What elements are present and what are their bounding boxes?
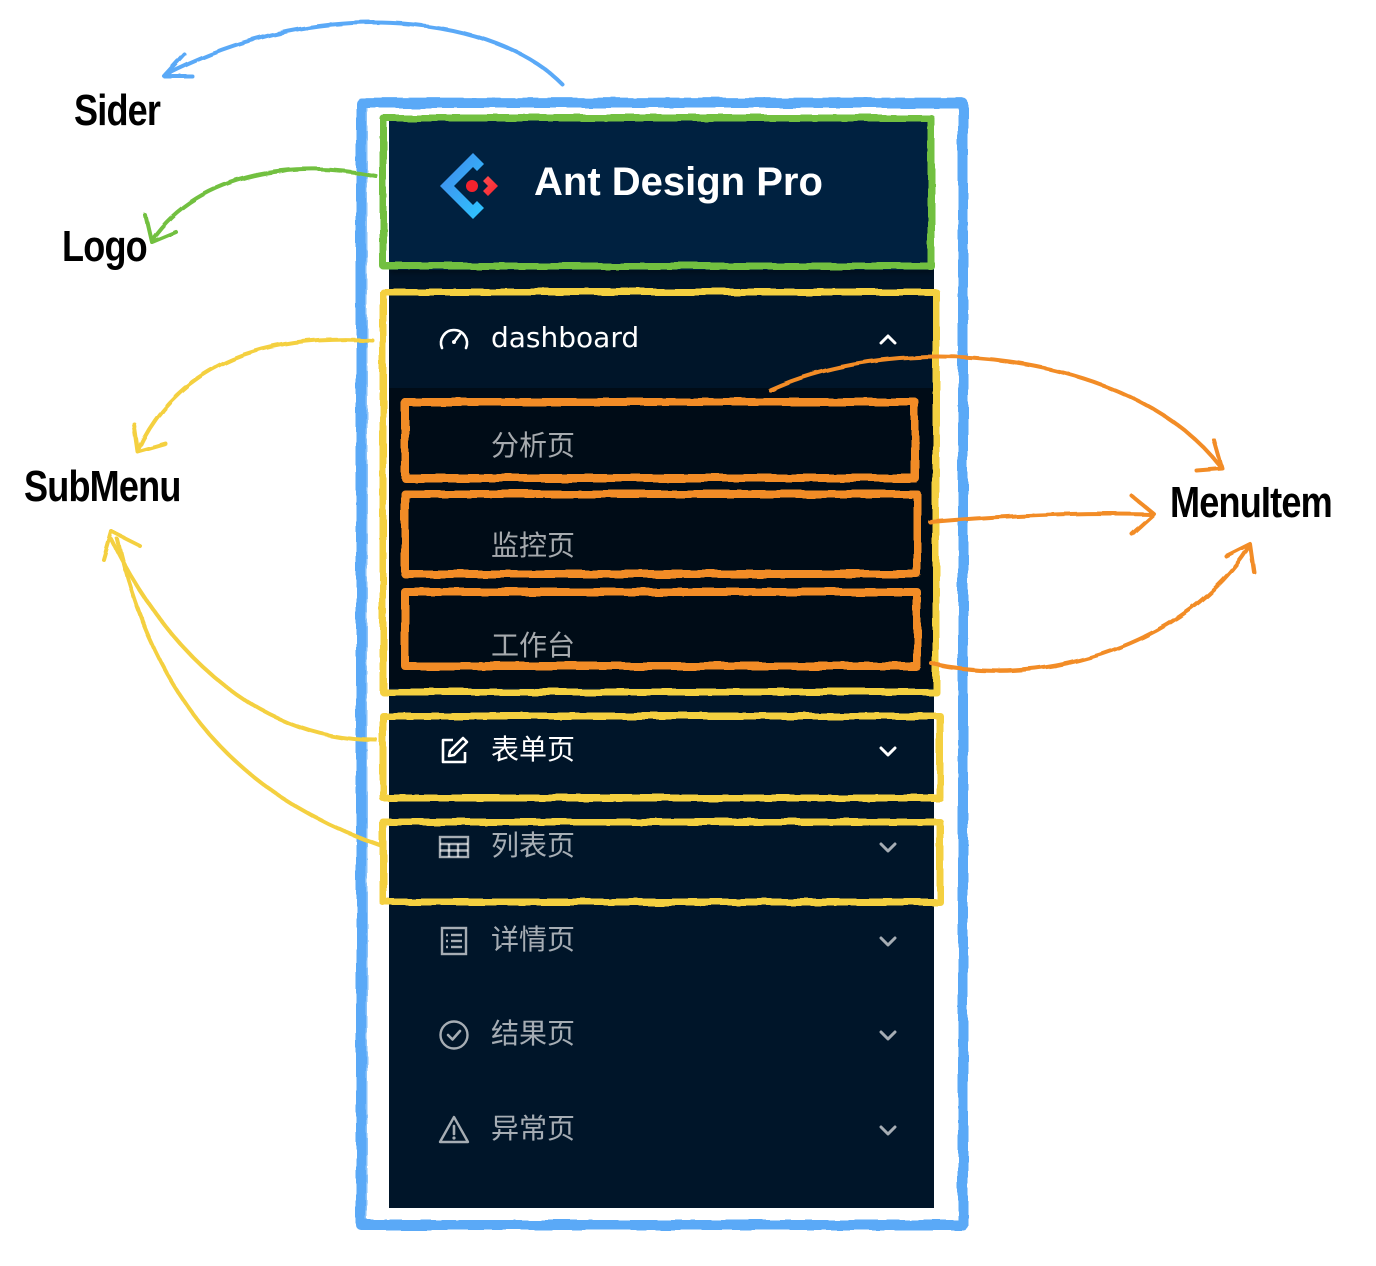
menu-item-label: 工作台 — [491, 629, 576, 662]
table-icon — [438, 835, 470, 859]
arrow-submenu-2 — [110, 538, 378, 742]
menu-item-workplace[interactable]: 工作台 — [389, 592, 934, 692]
sider: Ant Design Pro dashboard 分析页 监控页 工作台 表单页 — [389, 118, 934, 1208]
submenu-form[interactable]: 表单页 — [389, 700, 934, 800]
arrow-menuitem-3 — [930, 546, 1250, 673]
callout-logo: Logo — [62, 222, 148, 271]
profile-icon — [440, 926, 468, 956]
submenu-label: 列表页 — [491, 829, 576, 862]
arrow-sider — [164, 20, 564, 86]
chevron-up-icon — [879, 334, 897, 345]
submenu-dashboard[interactable]: dashboard — [389, 288, 934, 388]
check-circle-icon — [439, 1020, 469, 1050]
arrow-submenu-3 — [116, 538, 384, 848]
callout-menuitem: MenuItem — [1170, 478, 1333, 527]
submenu-exception[interactable]: 异常页 — [389, 1079, 934, 1179]
submenu-label: 异常页 — [491, 1112, 576, 1145]
dashboard-icon — [439, 328, 469, 350]
submenu-list[interactable]: 列表页 — [389, 796, 934, 896]
submenu-result[interactable]: 结果页 — [389, 984, 934, 1084]
submenu-profile[interactable]: 详情页 — [389, 890, 934, 990]
submenu-label: dashboard — [491, 321, 640, 354]
form-edit-icon — [441, 736, 469, 764]
ant-design-logo-icon — [440, 153, 498, 219]
submenu-label: 结果页 — [491, 1017, 576, 1050]
menu-item-analysis[interactable]: 分析页 — [389, 392, 934, 492]
chevron-down-icon — [879, 1030, 897, 1041]
chevron-down-icon — [879, 936, 897, 947]
logo[interactable]: Ant Design Pro — [389, 118, 934, 270]
logo-title: Ant Design Pro — [534, 160, 823, 204]
chevron-down-icon — [879, 746, 897, 757]
menu-item-label: 分析页 — [491, 429, 576, 462]
submenu-label: 表单页 — [491, 733, 576, 766]
menu-item-label: 监控页 — [491, 529, 576, 562]
menu-item-monitor[interactable]: 监控页 — [389, 492, 934, 592]
submenu-label: 详情页 — [491, 923, 576, 956]
arrow-menuitem-2 — [928, 511, 1152, 524]
arrow-submenu-1 — [136, 337, 374, 452]
callout-sider: Sider — [74, 86, 161, 135]
arrow-logo — [150, 167, 378, 242]
submenu-dashboard-items: 分析页 监控页 工作台 — [389, 388, 934, 688]
chevron-down-icon — [879, 1125, 897, 1136]
warning-icon — [438, 1115, 470, 1144]
callout-submenu: SubMenu — [24, 462, 181, 511]
chevron-down-icon — [879, 842, 897, 853]
